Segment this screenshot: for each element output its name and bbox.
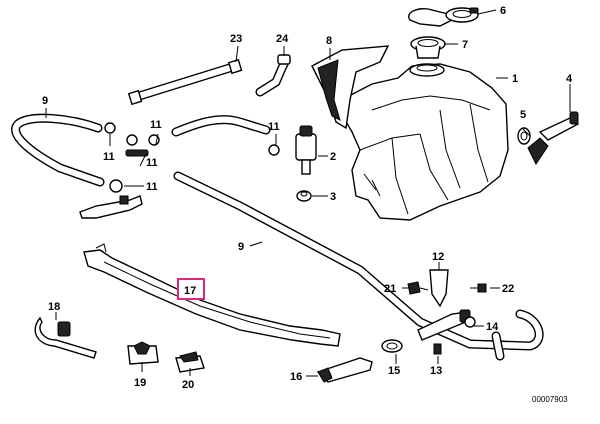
elbow-connector	[255, 54, 291, 97]
connector-16	[316, 357, 373, 383]
callout-9-center[interactable]: 9	[238, 241, 244, 253]
diagram-code: 00007903	[532, 395, 568, 404]
callout-24[interactable]: 24	[276, 33, 289, 45]
callout-8[interactable]: 8	[326, 35, 332, 47]
callout-5[interactable]: 5	[520, 109, 526, 121]
bracket	[429, 262, 449, 308]
callout-11-d[interactable]: 11	[146, 181, 158, 193]
hose-clips	[104, 122, 280, 193]
screw-13	[433, 343, 442, 355]
callout-14[interactable]: 14	[486, 321, 499, 333]
screw-21	[407, 281, 429, 295]
callout-15[interactable]: 15	[388, 365, 400, 377]
washer-hose	[11, 113, 544, 361]
washer-pump	[295, 125, 317, 175]
cable-tie	[34, 316, 97, 359]
level-sensor	[527, 111, 580, 165]
callout-13[interactable]: 13	[430, 365, 442, 377]
short-hose	[171, 115, 271, 137]
callout-labels: 1 2 3 4 5 6 7 8 9 9 11 11 11 11 11 12 13…	[42, 5, 573, 391]
washer-fluid-reservoir	[343, 63, 509, 221]
callout-7[interactable]: 7	[462, 39, 468, 51]
leader-lines	[45, 9, 571, 377]
callout-20[interactable]: 20	[182, 379, 194, 391]
callout-18[interactable]: 18	[48, 301, 60, 313]
callout-3[interactable]: 3	[330, 191, 336, 203]
callout-11-e[interactable]: 11	[146, 157, 158, 169]
callout-12[interactable]: 12	[432, 251, 444, 263]
clip-20	[175, 351, 205, 373]
hose-clamp	[381, 339, 403, 353]
callout-11-b[interactable]: 11	[150, 119, 162, 131]
bolt-22	[470, 283, 487, 293]
callout-21[interactable]: 21	[384, 283, 396, 295]
pump-grommet	[296, 190, 312, 202]
highlight-box-17[interactable]	[177, 278, 205, 300]
callout-17[interactable]: 17	[184, 285, 196, 297]
filler-strainer	[410, 36, 446, 59]
callout-19[interactable]: 19	[134, 377, 146, 389]
callout-11-c[interactable]: 11	[268, 121, 280, 133]
callout-4[interactable]: 4	[566, 73, 573, 85]
clip-19	[127, 341, 159, 365]
filler-cap	[408, 7, 479, 27]
reservoir-panel	[311, 45, 390, 130]
connector-tube	[127, 58, 243, 106]
callout-16[interactable]: 16	[290, 371, 302, 383]
trim-rail	[83, 243, 341, 347]
nozzle-connector	[79, 195, 143, 219]
callout-11-a[interactable]: 11	[103, 151, 115, 163]
callout-6[interactable]: 6	[500, 5, 506, 17]
callout-2[interactable]: 2	[330, 151, 336, 163]
callout-23[interactable]: 23	[230, 33, 242, 45]
callout-9-left[interactable]: 9	[42, 95, 48, 107]
callout-22[interactable]: 22	[502, 283, 514, 295]
washer-jet	[417, 309, 476, 341]
callout-1[interactable]: 1	[512, 73, 518, 85]
